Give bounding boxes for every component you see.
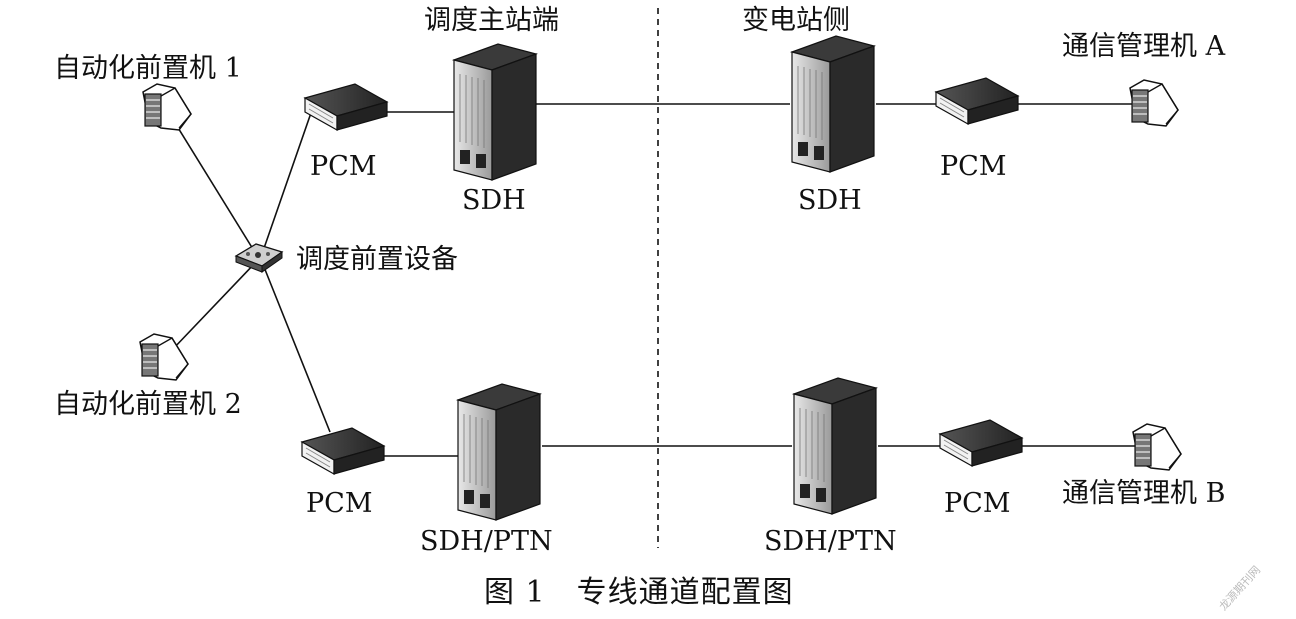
switch-icon — [234, 243, 284, 273]
server-icon — [142, 83, 192, 131]
pcm-top-right-label: PCM — [940, 151, 1007, 182]
server-icon — [1129, 79, 1179, 127]
server-icon — [139, 333, 189, 381]
pcm-bottom-left-label: PCM — [306, 488, 373, 519]
pcm-icon — [300, 427, 386, 476]
sdh-cabinet-icon — [789, 35, 877, 173]
substation-label: 变电站侧 — [742, 5, 850, 36]
pcm-top-left-label: PCM — [310, 151, 377, 182]
sdhptn-master-label: SDH/PTN — [420, 526, 553, 557]
dispatch-frontend-label: 调度前置设备 — [296, 244, 458, 275]
link-fe2-switch — [171, 261, 257, 351]
pcm-icon — [938, 419, 1024, 468]
figure-caption: 图 1 专线通道配置图 — [484, 575, 794, 610]
sdhptn-substation-label: SDH/PTN — [764, 526, 897, 557]
front-end-1-label: 自动化前置机 1 — [54, 53, 242, 84]
pcm-icon — [303, 83, 389, 132]
sdh-cabinet-icon — [455, 383, 543, 521]
connections — [171, 103, 1138, 457]
sdh-cabinet-icon — [451, 43, 539, 181]
front-end-2-label: 自动化前置机 2 — [54, 389, 242, 420]
comm-manager-a-label: 通信管理机 A — [1062, 31, 1226, 62]
pcm-icon — [934, 77, 1020, 126]
sdh-substation-label: SDH — [798, 185, 862, 216]
link-switch-pcm-bottom — [261, 261, 331, 433]
pcm-bottom-right-label: PCM — [944, 488, 1011, 519]
link-switch-pcm-top — [261, 109, 313, 255]
server-icon — [1132, 423, 1182, 471]
sdh-master-label: SDH — [462, 185, 526, 216]
link-fe1-switch — [171, 117, 257, 255]
master-station-label: 调度主站端 — [424, 5, 559, 36]
comm-manager-b-label: 通信管理机 B — [1062, 478, 1226, 509]
sdh-cabinet-icon — [791, 377, 879, 515]
